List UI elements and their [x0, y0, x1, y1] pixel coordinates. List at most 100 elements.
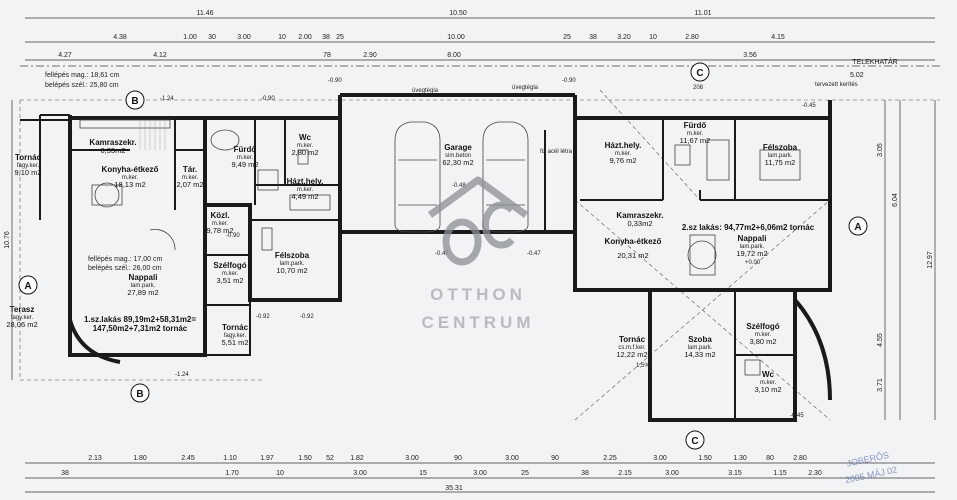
logo-o-icon [442, 218, 482, 266]
room-szelfogo-right-floor: m.ker. [755, 332, 772, 338]
dim-bottom-1-16: 80 [766, 455, 774, 462]
dim-bottom-1-9: 90 [454, 455, 462, 462]
room-tornac-left-floor: fagy.ker. [17, 163, 40, 169]
svg-text:B: B [131, 96, 138, 107]
room-kozl-area: 9,78 m2 [206, 226, 233, 235]
dim-right-total: 12.97 [927, 251, 934, 269]
room-tornac-left-bottom-area: 5,51 m2 [221, 338, 248, 347]
room-terasz-area: 28,06 m2 [6, 320, 37, 329]
level-13: -0.45 [790, 413, 804, 419]
dim-top-2-1: 1.00 [183, 34, 197, 41]
room-tornac-right: Tornác [619, 335, 646, 344]
level-7: -0.47 [527, 251, 541, 257]
dim-top-2-10: 38 [589, 34, 597, 41]
dim-bottom-2-0: 38 [61, 470, 69, 477]
dim-top-3-4: 8.00 [447, 52, 461, 59]
dim-bottom-2-9: 3.00 [665, 470, 679, 477]
section-marker-a-right: A [848, 216, 868, 236]
section-markers: A A B B C C [18, 62, 868, 450]
room-konyha-left: Konyha-étkező [102, 165, 159, 174]
top-dimensions: 11.46 10.50 11.01 4.38 1.00 30 3.00 10 2… [25, 10, 935, 61]
room-garage: Garage [444, 143, 472, 152]
note-left-top-2: belépés szél.: 25,80 cm [45, 82, 119, 89]
room-wc-left-area: 2,80 m2 [291, 148, 318, 157]
unit2-summary: 2.sz lakás: 94,77m2+6,06m2 tornác [682, 223, 815, 232]
note-left-top-1: fellépés mag.: 18,61 cm [45, 72, 119, 79]
dim-bottom-1-5: 1.50 [298, 455, 312, 462]
logo-line2: CENTRUM [422, 313, 535, 332]
room-kamraszekr-left: Kamraszekr. [89, 138, 136, 147]
room-tornac-left-bottom: Tornác [222, 323, 249, 332]
dim-top-2-6: 38 [322, 34, 330, 41]
dim-bottom-total: 35.31 [445, 485, 463, 492]
room-kozl-floor: m.ker. [212, 221, 229, 227]
dim-bottom-1-0: 2.13 [88, 455, 102, 462]
room-terasz: Terasz [10, 305, 35, 314]
room-labels-right: Házt.hely. m.ker. 9,76 m2 Fürdő m.ker. 1… [605, 85, 815, 394]
room-szoba-right-area: 14,33 m2 [684, 350, 715, 359]
note-left-mid-2: belépés szél.: 26,00 cm [88, 265, 162, 272]
dim-top-3-5: 3.56 [743, 52, 757, 59]
room-labels-left: Kamraszekr. 0,33m2 Tornác fagy.ker. 9,10… [6, 133, 323, 347]
room-labels-garage: Garage sim.beton 62,30 m2 üvegtégla üveg… [412, 85, 573, 167]
room-terasz-floor: fagy.ker. [11, 315, 34, 321]
dim-left-total: 10.76 [4, 231, 11, 249]
boundary-label: TELEKHATÁR [852, 57, 897, 66]
dim-top-2-0: 4.38 [113, 34, 127, 41]
room-garage-area: 62,30 m2 [442, 158, 473, 167]
unit1-summary-1: 1.sz.lakás 89,19m2+58,31m2= [84, 315, 196, 324]
dim-right-3: 4.55 [877, 333, 884, 347]
room-kamraszekr-right-area: 0,33m2 [627, 219, 652, 228]
dim-top-2-9: 25 [563, 34, 571, 41]
note-left-mid-1: fellépés mag.: 17,00 cm [88, 256, 162, 263]
room-nappali-right-area: 19,72 m2 [736, 249, 767, 258]
room-konyha-left-area: 18,13 m2 [114, 180, 145, 189]
room-szelfogo-right: Szélfogó [746, 322, 779, 331]
level-10: -0.92 [300, 314, 314, 320]
dim-bottom-1-17: 2.80 [793, 455, 807, 462]
dim-bottom-1-10: 3.00 [505, 455, 519, 462]
svg-text:C: C [696, 68, 703, 79]
section-marker-c-top: C [690, 62, 710, 82]
room-konyha-right-area: 20,31 m2 [617, 251, 648, 260]
room-szelfogo-right-area: 3,80 m2 [749, 337, 776, 346]
logo-c-icon [481, 201, 515, 249]
room-felszoba-right-area: 11,75 m2 [765, 158, 796, 167]
dim-top-2-12: 10 [649, 34, 657, 41]
level-12: +0.00 [745, 260, 761, 266]
room-tar-floor: m.ker. [182, 175, 199, 181]
room-hazt-right-floor: m.ker. [615, 151, 632, 157]
logo-roof-icon [427, 176, 529, 218]
room-felszoba-left-floor: lam.park. [280, 261, 305, 267]
ladder-label: fix acél létra [540, 149, 573, 155]
room-felszoba-left-area: 10,70 m2 [276, 266, 307, 275]
dim-top-2-8: 10.00 [447, 34, 465, 41]
level-2: -0.90 [562, 78, 576, 84]
dim-top-2-14: 4.15 [771, 34, 785, 41]
dim-bottom-1-1: 1.80 [133, 455, 147, 462]
dim-bottom-1-3: 1.10 [223, 455, 237, 462]
dim-bottom-1-14: 1.50 [698, 455, 712, 462]
room-wc-right-area: 3,10 m2 [754, 385, 781, 394]
room-nappali-left: Nappali [129, 273, 158, 282]
room-furdo-right-area: 11,67 m2 [680, 136, 711, 145]
room-furdo-left-floor: m.ker. [237, 155, 254, 161]
dim-top-3-0: 4.27 [58, 52, 72, 59]
property-boundary: TELEKHATÁR 5.02 tervezett kerítés [20, 57, 940, 88]
svg-text:A: A [854, 222, 861, 233]
dim-bottom-1-6: 52 [326, 455, 334, 462]
dim-right-2: 3.05 [877, 143, 884, 157]
svg-text:A: A [24, 281, 31, 292]
level-3: -1.24 [160, 96, 174, 102]
boundary-note: tervezett kerítés [815, 82, 858, 88]
right-unit-walls [573, 95, 832, 422]
room-kamraszekr-left-area: 0,33m2 [100, 146, 125, 155]
dim-top-1-0: 11.46 [197, 10, 214, 17]
room-szelfogo-left: Szélfogó [213, 261, 246, 270]
room-szoba-right-floor: lam.park. [688, 345, 713, 351]
level-4: -1.24 [175, 372, 189, 378]
room-nappali-left-floor: lam.park. [131, 283, 156, 289]
dim-bottom-2-1: 1.70 [225, 470, 239, 477]
level-8: -0.90 [226, 233, 240, 239]
glass-label-1: üvegtégla [412, 88, 439, 94]
